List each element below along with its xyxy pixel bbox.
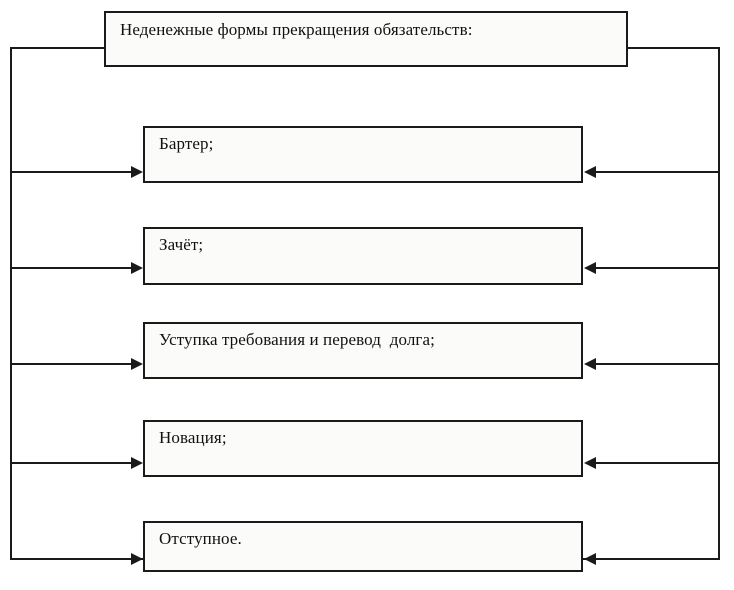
- arrowhead-left-item-5-icon: [131, 553, 143, 565]
- arrowhead-right-item-3-icon: [584, 358, 596, 370]
- connector-title-to-left-trunk: [10, 47, 105, 49]
- arrowhead-left-item-3-icon: [131, 358, 143, 370]
- connector-right-trunk: [718, 47, 720, 560]
- connector-right-to-item-2: [596, 267, 718, 269]
- connector-left-to-item-4: [10, 462, 132, 464]
- connector-left-trunk-to-item-5: [10, 558, 143, 560]
- arrowhead-left-item-1-icon: [131, 166, 143, 178]
- connector-right-to-item-4: [596, 462, 718, 464]
- diagram-item-box-5: Отступное.: [143, 521, 583, 572]
- diagram-item-box-2: Зачёт;: [143, 227, 583, 285]
- connector-left-to-item-2: [10, 267, 132, 269]
- connector-left-trunk: [10, 47, 12, 560]
- diagram-item-box-4: Новация;: [143, 420, 583, 477]
- arrowhead-right-item-1-icon: [584, 166, 596, 178]
- diagram-item-label-2: Зачёт;: [159, 235, 204, 254]
- diagram-item-label-3: Уступка требования и перевод долга;: [159, 330, 435, 349]
- arrowhead-right-item-5-icon: [584, 553, 596, 565]
- connector-right-trunk-to-item-5: [583, 558, 720, 560]
- diagram-item-box-1: Бартер;: [143, 126, 583, 183]
- arrowhead-right-item-2-icon: [584, 262, 596, 274]
- diagram-item-label-4: Новация;: [159, 428, 227, 447]
- arrowhead-left-item-2-icon: [131, 262, 143, 274]
- diagram-title-box: Неденежные формы прекращения обязательст…: [104, 11, 628, 67]
- arrowhead-left-item-4-icon: [131, 457, 143, 469]
- arrowhead-right-item-4-icon: [584, 457, 596, 469]
- connector-right-to-item-1: [596, 171, 718, 173]
- diagram-item-box-3: Уступка требования и перевод долга;: [143, 322, 583, 379]
- diagram-item-label-1: Бартер;: [159, 134, 214, 153]
- connector-left-to-item-3: [10, 363, 132, 365]
- connector-title-to-right-trunk: [627, 47, 720, 49]
- diagram-title-label: Неденежные формы прекращения обязательст…: [120, 20, 473, 39]
- connector-right-to-item-3: [596, 363, 718, 365]
- diagram-item-label-5: Отступное.: [159, 529, 242, 548]
- connector-left-to-item-1: [10, 171, 132, 173]
